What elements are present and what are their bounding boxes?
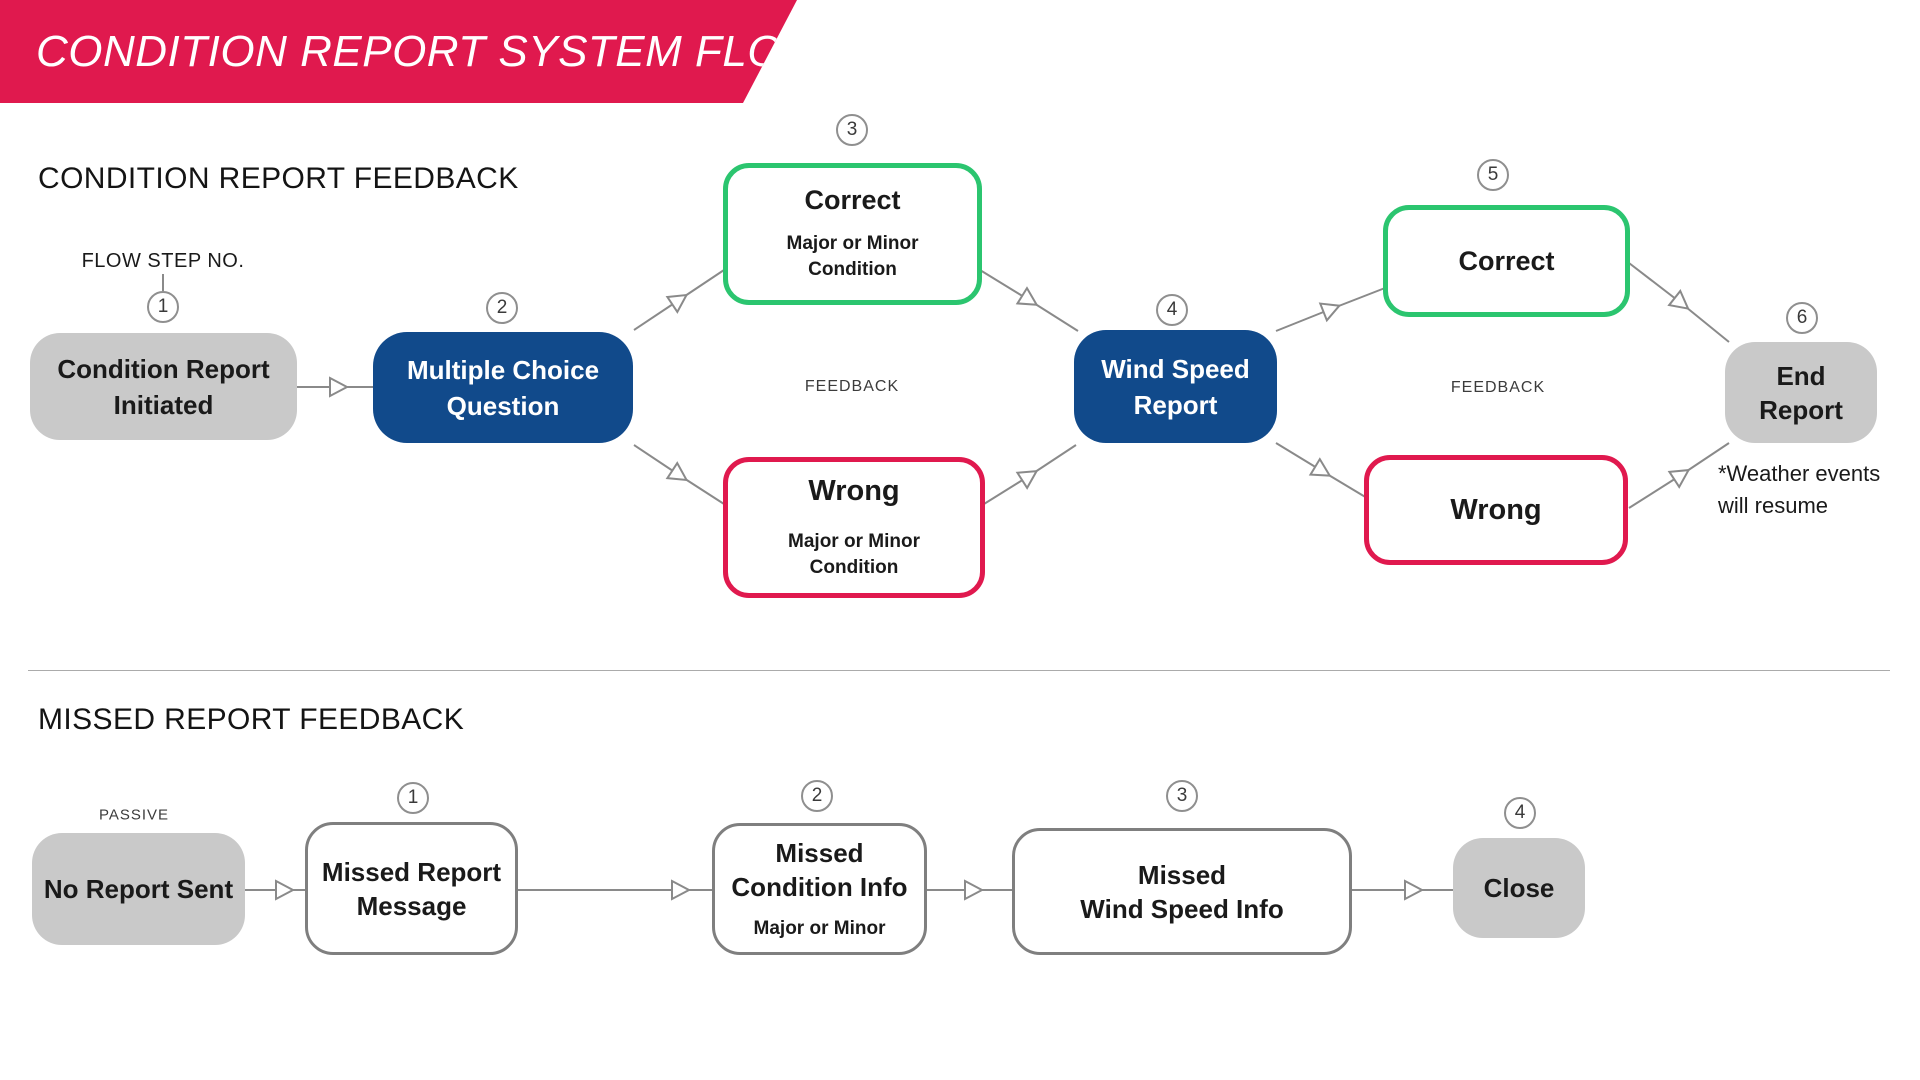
node-missed-condition-info: Missed Condition Info Major or Minor — [712, 823, 927, 955]
node-title-line: Report — [1759, 394, 1843, 425]
node-wrong-condition: Wrong Major or Minor Condition — [723, 457, 985, 598]
connector-mcq-to-correct — [633, 269, 725, 331]
node-title-line: Initiated — [113, 389, 214, 420]
node-multiple-choice-question: Multiple Choice Question — [373, 332, 633, 443]
step-badge-6: 6 — [1786, 302, 1818, 334]
connector-mcq-to-wrong — [633, 444, 725, 505]
node-no-report-sent: No Report Sent — [32, 833, 245, 945]
node-title-line: Condition Info — [731, 872, 908, 902]
node-title: Correct — [804, 185, 901, 215]
node-title-line: Condition Report — [57, 353, 270, 384]
weather-footnote-line: will resume — [1718, 493, 1829, 518]
step-badge-missed-1: 1 — [397, 782, 429, 814]
node-end-report: End Report — [1725, 342, 1877, 443]
node-title-line: End — [1776, 360, 1826, 391]
step-badge-1: 1 — [147, 291, 179, 323]
feedback-label-left: FEEDBACK — [804, 378, 900, 395]
section-divider — [28, 670, 1890, 671]
section-heading-missed-report-feedback: MISSED REPORT FEEDBACK — [38, 703, 465, 736]
node-title: Wrong — [1450, 494, 1542, 526]
connector-wind-to-correct2 — [1275, 287, 1386, 332]
connector-correct-to-wind — [979, 269, 1079, 332]
feedback-label-right: FEEDBACK — [1450, 379, 1546, 396]
node-title-line: Wind Speed — [1101, 353, 1250, 384]
weather-footnote-line: *Weather events — [1718, 461, 1881, 486]
node-correct-condition: Correct Major or Minor Condition — [723, 163, 982, 305]
step-badge-4: 4 — [1156, 294, 1188, 326]
node-title: No Report Sent — [43, 874, 234, 904]
title-banner: CONDITION REPORT SYSTEM FLOW — [0, 0, 797, 103]
step-badge-5: 5 — [1477, 159, 1509, 191]
node-correct-wind: Correct — [1383, 205, 1630, 317]
connector-wind-to-wrong2 — [1275, 442, 1368, 499]
node-wrong-wind: Wrong — [1364, 455, 1628, 565]
page-title: CONDITION REPORT SYSTEM FLOW — [36, 26, 825, 76]
node-subtitle-line: Major or Minor — [788, 530, 920, 552]
node-condition-report-initiated: Condition Report Initiated — [30, 333, 297, 440]
flow-step-no-label: FLOW STEP NO. — [81, 250, 245, 272]
connector-wrong2-to-end — [1628, 442, 1730, 509]
step-badge-missed-3: 3 — [1166, 780, 1198, 812]
section-heading-condition-report-feedback: CONDITION REPORT FEEDBACK — [38, 162, 519, 195]
node-missed-wind-speed-info: Missed Wind Speed Info — [1012, 828, 1352, 955]
node-title-line: Missed — [775, 838, 864, 868]
node-close: Close — [1453, 838, 1585, 938]
node-title-line: Message — [356, 890, 467, 921]
node-subtitle: Major or Minor — [753, 918, 886, 939]
node-title-line: Missed Report — [321, 856, 502, 887]
node-title-line: Missed — [1137, 859, 1227, 890]
passive-label: PASSIVE — [98, 806, 170, 824]
connector-wrong-to-wind — [983, 444, 1077, 505]
node-title-line: Report — [1133, 389, 1218, 420]
node-title-line: Question — [446, 390, 560, 421]
step-badge-missed-2: 2 — [801, 780, 833, 812]
node-subtitle-line: Condition — [809, 556, 899, 578]
node-title: Close — [1483, 873, 1555, 903]
node-title: Wrong — [808, 474, 900, 507]
connector-correct2-to-end — [1628, 262, 1730, 343]
node-title-line: Wind Speed Info — [1080, 893, 1284, 924]
node-subtitle-line: Condition — [808, 259, 897, 280]
node-title-line: Multiple Choice — [406, 354, 600, 385]
node-subtitle-line: Major or Minor — [786, 233, 919, 254]
node-title: Correct — [1458, 246, 1555, 276]
node-missed-report-message: Missed Report Message — [305, 822, 518, 955]
node-wind-speed-report: Wind Speed Report — [1074, 330, 1277, 443]
step-badge-missed-4: 4 — [1504, 797, 1536, 829]
weather-footnote: *Weather events will resume — [1718, 458, 1880, 522]
step-badge-3: 3 — [836, 114, 868, 146]
step-badge-2: 2 — [486, 292, 518, 324]
